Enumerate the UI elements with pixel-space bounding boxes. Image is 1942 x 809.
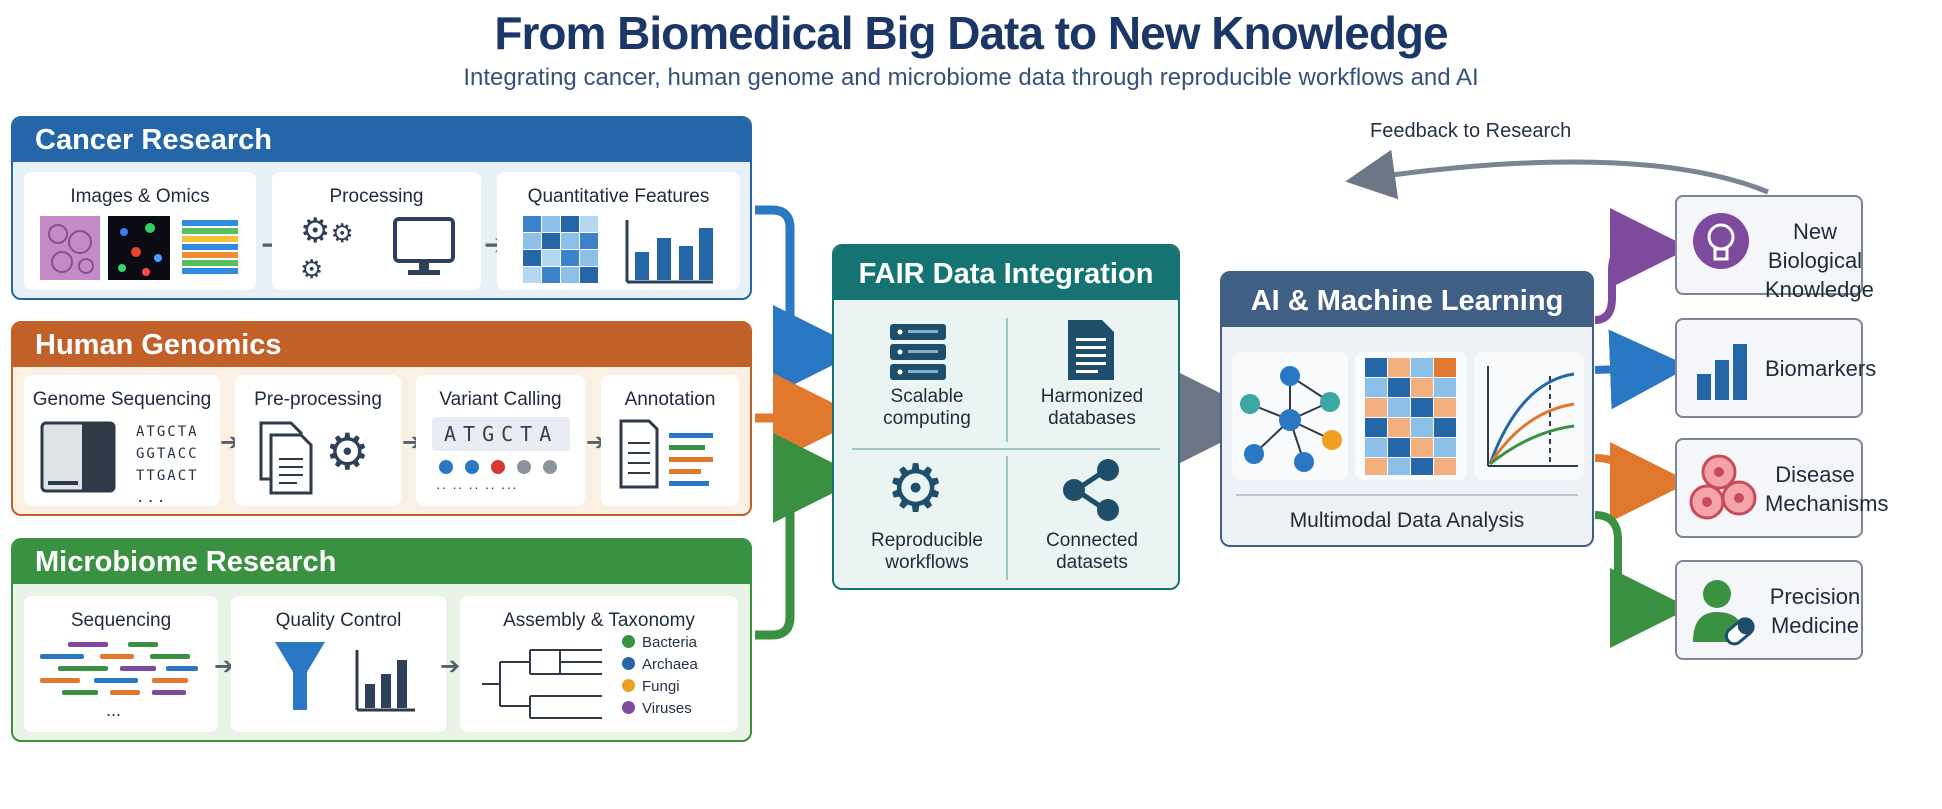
share-icon (1063, 459, 1119, 521)
legend-dot (622, 657, 635, 670)
genomics-step-sequencing: Genome Sequencing ATGCTA GGTACC TTGACT .… (24, 375, 220, 506)
fair-cell-computing: Scalable computing (883, 386, 971, 429)
fair-cell-databases: Harmonized databases (1040, 386, 1144, 429)
arrow-ai-mechanisms (1594, 441, 1690, 522)
monitor-icon (393, 217, 455, 275)
fair-cell-workflows: Reproducible workflows (871, 530, 983, 573)
sequence-line: TTGACT (136, 468, 199, 484)
sequence-lines: ATGCTA GGTACC TTGACT ... (136, 421, 199, 509)
step-label: Assembly & Taxonomy (503, 610, 695, 631)
step-label: Processing (329, 186, 424, 207)
cancer-step-images: Images & Omics (24, 172, 256, 290)
legend-fungi: Fungi (622, 678, 680, 695)
cancer-step-features: Quantitative Features (497, 172, 740, 290)
ai-caption: Multimodal Data Analysis (1289, 509, 1525, 532)
variant-dots-icon (439, 460, 557, 474)
feedback-arrow (1345, 149, 1769, 200)
step-label: Quality Control (275, 610, 402, 631)
tree-icon (482, 649, 602, 719)
database-document-icon (1068, 320, 1114, 380)
genomics-title: Human Genomics (13, 323, 750, 367)
legend-label: Fungi (642, 678, 680, 695)
arrow-ai-biomarkers (1594, 329, 1690, 410)
gear-icon: ⚙ (886, 451, 946, 525)
features-icon (523, 216, 713, 284)
arrow-icon: ➔ (440, 653, 461, 680)
step-label: Genome Sequencing (32, 389, 212, 410)
output-knowledge: New Biological Knowledge (1675, 195, 1874, 302)
sequence-line: GGTACC (136, 446, 199, 462)
fair-title: FAIR Data Integration (834, 246, 1178, 300)
documents-icon (259, 421, 313, 495)
arrow-icon: ➔ (214, 653, 235, 680)
ellipsis: ... (106, 700, 122, 720)
cancer-step-processing: Processing ⚙⚙⚙ (272, 172, 481, 290)
sequencer-icon (40, 421, 116, 493)
reads-icon (40, 642, 198, 695)
omics-images-icon (40, 216, 238, 280)
microbiome-step-quality: Quality Control (231, 596, 446, 732)
output-label: Biomarkers (1765, 356, 1877, 381)
ai-title: AI & Machine Learning (1222, 273, 1592, 327)
page-subtitle: Integrating cancer, human genome and mic… (463, 64, 1479, 91)
bar-chart-icon (1697, 344, 1747, 400)
legend-archaea: Archaea (622, 656, 698, 673)
microbiome-step-assembly: Assembly & Taxonomy Bacteria Archaea Fun… (460, 596, 738, 732)
server-icon (890, 324, 946, 380)
lightbulb-icon (1693, 213, 1749, 269)
legend-dot (622, 679, 635, 692)
step-label: Annotation (624, 389, 716, 410)
genomics-step-preprocessing: Pre-processing ⚙ (235, 375, 401, 506)
arrow-cancer-fair (755, 205, 863, 395)
curves-card (1474, 352, 1584, 480)
sequence-line: ... (136, 490, 168, 506)
microbiome-step-sequencing: Sequencing ... (24, 596, 218, 732)
gear-icon: ⚙ (325, 424, 370, 480)
output-biomarkers: Biomarkers (1675, 318, 1877, 418)
page-title: From Biomedical Big Data to New Knowledg… (494, 7, 1448, 59)
arrow-ai-knowledge (1594, 208, 1690, 324)
annotation-icon (619, 419, 713, 489)
feedback-label: Feedback to Research (1370, 120, 1572, 142)
legend-label: Archaea (642, 656, 698, 673)
heatmap-icon (1365, 358, 1456, 475)
output-medicine: Precision Medicine (1675, 560, 1863, 660)
gears-icon: ⚙⚙⚙ (300, 212, 354, 284)
step-label: Images & Omics (70, 186, 210, 207)
legend-dot (622, 701, 635, 714)
variant-dots-row: ·· ·· ·· ·· ··· (436, 479, 518, 495)
step-label: Variant Calling (439, 389, 562, 410)
output-mechanisms: Disease Mechanisms (1675, 438, 1889, 538)
legend-label: Viruses (642, 700, 692, 717)
cells-icon (1689, 454, 1757, 520)
arrow-ai-medicine (1594, 511, 1690, 648)
genomics-step-annotation: Annotation (601, 375, 739, 506)
step-label: Quantitative Features (527, 186, 710, 207)
step-label: Sequencing (70, 610, 172, 631)
heatmap-card (1355, 352, 1467, 480)
legend-dot (622, 635, 635, 648)
patient-pill-icon (1693, 580, 1755, 646)
sequence-line: ATGCTA (136, 424, 199, 440)
network-card (1232, 352, 1348, 480)
microbiome-title: Microbiome Research (13, 540, 750, 584)
curves-icon (1487, 366, 1578, 467)
arrow-microbiome-fair (755, 433, 863, 640)
fair-cell-datasets: Connected datasets (1046, 530, 1138, 573)
network-icon (1240, 366, 1342, 472)
genomics-step-variant-calling: Variant Calling ATGCTA ·· ·· ·· ·· ··· (416, 375, 585, 506)
output-label: New Biological Knowledge (1765, 219, 1874, 302)
output-label: Disease Mechanisms (1765, 462, 1889, 516)
legend-label: Bacteria (642, 634, 698, 651)
legend-viruses: Viruses (622, 700, 692, 717)
output-label: Precision Medicine (1769, 584, 1861, 638)
variant-sequence: ATGCTA (444, 422, 559, 446)
filter-chart-icon (275, 642, 415, 712)
cancer-title: Cancer Research (13, 118, 750, 162)
legend-bacteria: Bacteria (622, 634, 697, 651)
step-label: Pre-processing (254, 389, 382, 410)
